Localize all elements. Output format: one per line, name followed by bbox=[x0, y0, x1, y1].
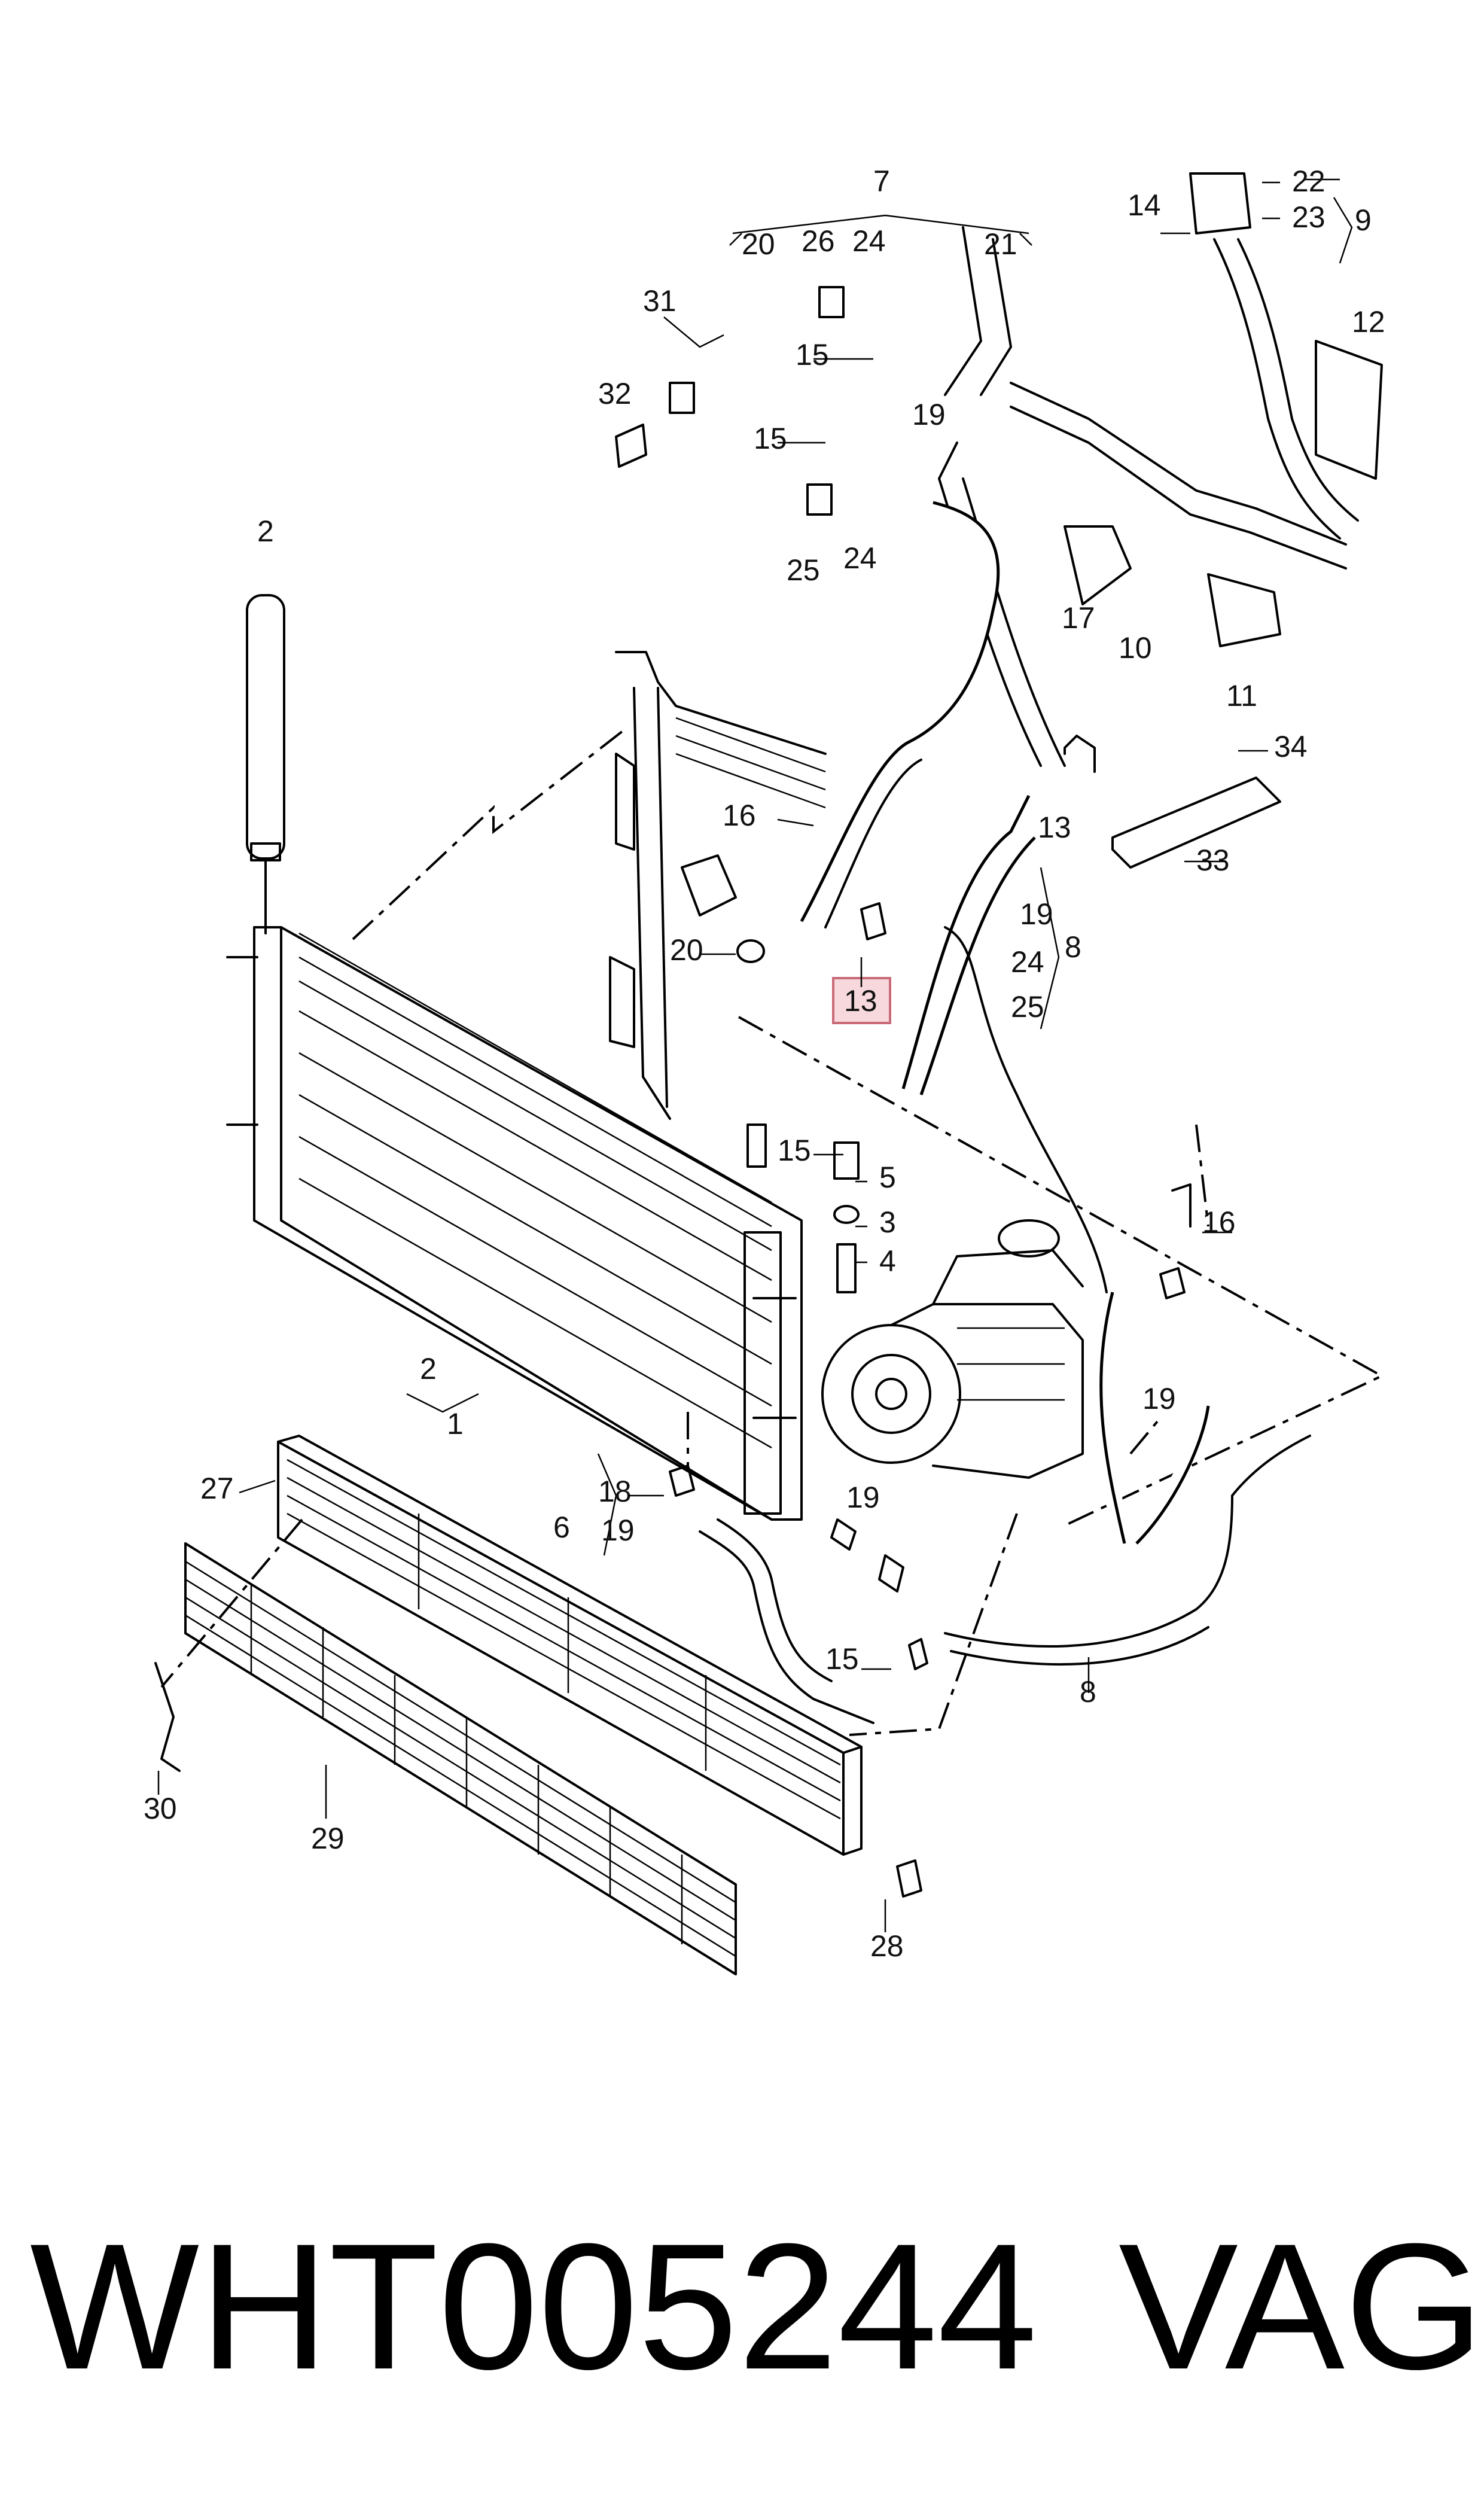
callout-9: 9 bbox=[1355, 203, 1372, 237]
callout-31: 31 bbox=[643, 284, 677, 318]
brand-label: VAG bbox=[1119, 2206, 1484, 2407]
callout-18: 18 bbox=[598, 1475, 632, 1508]
callout-26: 26 bbox=[802, 224, 835, 258]
air-duct bbox=[277, 1435, 863, 1856]
callout-19: 19 bbox=[1020, 897, 1053, 931]
part-number: WHT005244 bbox=[30, 2206, 1038, 2407]
callout-4: 4 bbox=[879, 1244, 896, 1278]
callout-33: 33 bbox=[1196, 844, 1230, 877]
callout-3: 3 bbox=[879, 1205, 896, 1239]
callout-16: 16 bbox=[723, 799, 756, 832]
callout-24: 24 bbox=[852, 224, 886, 258]
callout-labels: 1 2 2 3 4 5 6 7 8 8 9 10 11 12 13 13 14 … bbox=[144, 165, 1385, 1963]
ac-compressor bbox=[821, 1219, 1084, 1479]
callout-15: 15 bbox=[778, 1134, 811, 1167]
callout-brackets bbox=[406, 178, 1353, 1556]
condenser bbox=[226, 926, 803, 1521]
callout-16: 16 bbox=[1202, 1205, 1236, 1239]
callout-1: 1 bbox=[447, 1407, 464, 1441]
callout-15: 15 bbox=[796, 338, 829, 372]
callout-12: 12 bbox=[1352, 305, 1385, 339]
callout-24: 24 bbox=[843, 541, 877, 575]
callout-8: 8 bbox=[1065, 930, 1081, 964]
callout-21: 21 bbox=[984, 227, 1017, 261]
refrigerant-lines bbox=[699, 226, 1359, 1724]
callout-30: 30 bbox=[144, 1792, 177, 1825]
callout-28: 28 bbox=[870, 1929, 904, 1963]
callout-24: 24 bbox=[1011, 945, 1044, 979]
callout-7: 7 bbox=[873, 165, 890, 198]
callout-25: 25 bbox=[1011, 990, 1044, 1024]
callout-19: 19 bbox=[912, 398, 946, 431]
callout-34: 34 bbox=[1274, 730, 1308, 763]
callout-13-highlighted: 13 bbox=[844, 984, 877, 1018]
callout-32: 32 bbox=[598, 377, 632, 410]
drier-cartridge bbox=[246, 594, 285, 934]
callout-20: 20 bbox=[670, 933, 703, 967]
callout-29: 29 bbox=[311, 1822, 345, 1855]
callout-20: 20 bbox=[742, 227, 775, 261]
assembly-lines bbox=[160, 726, 1385, 1736]
callout-19: 19 bbox=[601, 1514, 635, 1547]
callout-22: 22 bbox=[1292, 165, 1325, 198]
callout-5: 5 bbox=[879, 1161, 896, 1194]
callout-25: 25 bbox=[787, 553, 820, 587]
hardware-parts bbox=[154, 172, 1383, 1898]
callout-15: 15 bbox=[754, 422, 787, 455]
callout-14: 14 bbox=[1128, 188, 1161, 222]
callout-2: 2 bbox=[257, 514, 274, 548]
grille-panel bbox=[184, 1542, 737, 1975]
callout-10: 10 bbox=[1119, 631, 1152, 665]
leader-lines bbox=[157, 181, 1280, 1932]
callout-27: 27 bbox=[200, 1472, 234, 1505]
callout-19: 19 bbox=[1142, 1382, 1176, 1415]
callout-15: 15 bbox=[825, 1642, 859, 1676]
callout-23: 23 bbox=[1292, 200, 1325, 234]
callout-11: 11 bbox=[1226, 679, 1257, 713]
callout-13: 13 bbox=[1038, 811, 1071, 844]
callout-17: 17 bbox=[1062, 601, 1095, 635]
radiator-frame bbox=[609, 651, 827, 1120]
callout-19: 19 bbox=[846, 1481, 880, 1514]
callout-2: 2 bbox=[420, 1352, 437, 1386]
callout-6: 6 bbox=[553, 1511, 570, 1544]
